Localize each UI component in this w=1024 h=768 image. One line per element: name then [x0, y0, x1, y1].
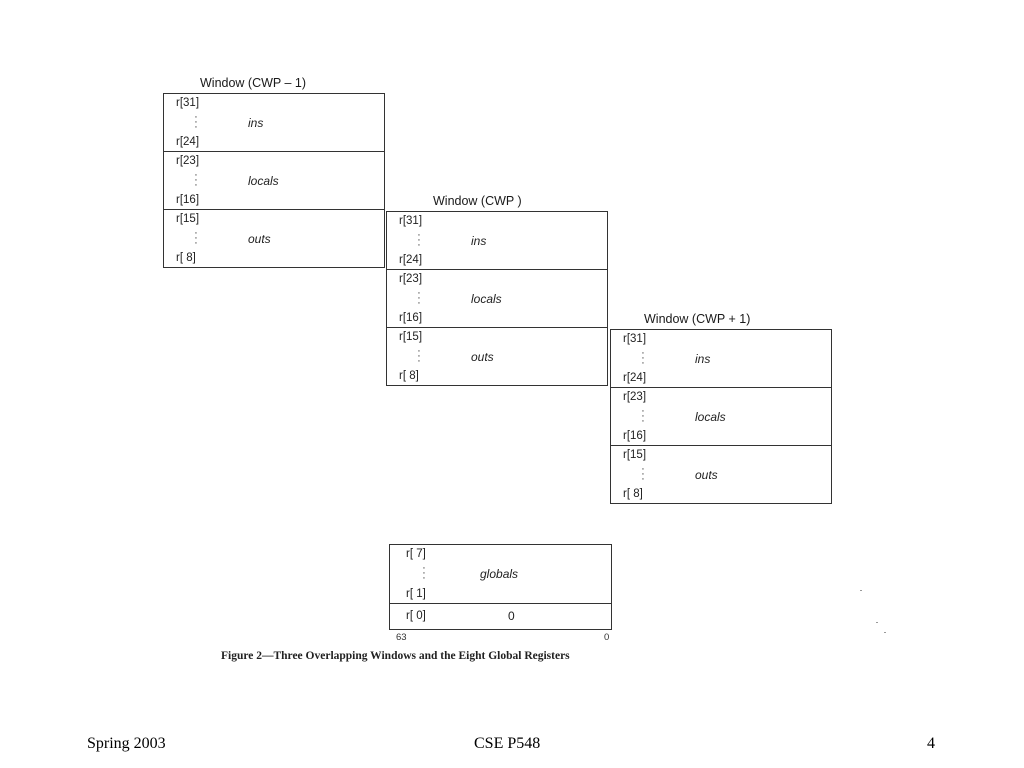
window-title-cwp-plus-1: Window (CWP + 1) — [644, 312, 751, 326]
outs-section: r[15] ··· outs r[ 8] — [386, 327, 608, 386]
register-label: r[ 8] — [176, 252, 196, 264]
register-label: r[15] — [623, 449, 647, 461]
register-window-cwp-plus-1: r[31] ··· ins r[24] r[23] ··· locals r[1… — [610, 329, 832, 504]
vertical-dots: ··· — [417, 345, 421, 367]
outs-section: r[15] ··· outs r[ 8] — [610, 445, 832, 504]
section-label: locals — [471, 292, 502, 306]
section-label: ins — [471, 234, 487, 248]
register-label: r[24] — [623, 372, 647, 384]
vertical-dots: ··· — [641, 347, 645, 369]
section-label: ins — [248, 116, 264, 130]
zero-value: 0 — [508, 609, 515, 623]
register-label: r[15] — [176, 213, 200, 225]
section-label: outs — [695, 468, 718, 482]
register-label: r[ 8] — [623, 488, 643, 500]
bit-number-high: 63 — [396, 632, 407, 643]
vertical-dots: ··· — [194, 227, 198, 249]
outs-section: r[15] ··· outs r[ 8] — [163, 209, 385, 268]
window-title-cwp: Window (CWP ) — [433, 194, 522, 208]
scan-speck — [876, 622, 878, 623]
scan-speck — [860, 590, 862, 591]
register-label: r[31] — [399, 215, 423, 227]
locals-section: r[23] ··· locals r[16] — [386, 269, 608, 328]
section-label: outs — [248, 232, 271, 246]
section-label: locals — [248, 174, 279, 188]
register-label: r[31] — [176, 97, 200, 109]
footer-page-number: 4 — [927, 735, 935, 752]
ins-section: r[31] ··· ins r[24] — [610, 329, 832, 388]
register-label: r[ 1] — [406, 588, 426, 600]
section-label: locals — [695, 410, 726, 424]
vertical-dots: ··· — [641, 463, 645, 485]
footer-center: CSE P548 — [474, 735, 541, 752]
vertical-dots: ··· — [417, 229, 421, 251]
figure-caption: Figure 2—Three Overlapping Windows and t… — [221, 650, 570, 662]
vertical-dots: ··· — [194, 111, 198, 133]
locals-section: r[23] ··· locals r[16] — [610, 387, 832, 446]
register-label: r[16] — [399, 312, 423, 324]
zero-register-section: r[ 0] 0 — [389, 603, 612, 630]
register-label: r[15] — [399, 331, 423, 343]
ins-section: r[31] ··· ins r[24] — [386, 211, 608, 270]
window-title-cwp-minus-1: Window (CWP – 1) — [200, 76, 307, 90]
vertical-dots: ··· — [422, 562, 426, 584]
vertical-dots: ··· — [641, 405, 645, 427]
section-label: globals — [480, 567, 519, 581]
register-label: r[23] — [176, 155, 200, 167]
locals-section: r[23] ··· locals r[16] — [163, 151, 385, 210]
bit-number-low: 0 — [604, 632, 610, 643]
vertical-dots: ··· — [194, 169, 198, 191]
footer-left: Spring 2003 — [87, 735, 166, 752]
section-label: outs — [471, 350, 494, 364]
register-label: r[ 7] — [406, 548, 426, 560]
ins-section: r[31] ··· ins r[24] — [163, 93, 385, 152]
vertical-dots: ··· — [417, 287, 421, 309]
register-window-cwp: r[31] ··· ins r[24] r[23] ··· locals r[1… — [386, 211, 608, 386]
register-window-cwp-minus-1: r[31] ··· ins r[24] r[23] ··· locals r[1… — [163, 93, 385, 268]
register-label: r[16] — [623, 430, 647, 442]
global-registers-box: r[ 7] ··· globals r[ 1] r[ 0] 0 — [389, 544, 612, 630]
section-label: ins — [695, 352, 711, 366]
register-label: r[ 0] — [406, 610, 426, 622]
register-label: r[23] — [399, 273, 423, 285]
register-label: r[24] — [176, 136, 200, 148]
register-label: r[16] — [176, 194, 200, 206]
register-label: r[ 8] — [399, 370, 419, 382]
register-label: r[31] — [623, 333, 647, 345]
globals-section: r[ 7] ··· globals r[ 1] — [389, 544, 612, 604]
register-label: r[24] — [399, 254, 423, 266]
scan-speck — [884, 632, 886, 633]
register-label: r[23] — [623, 391, 647, 403]
